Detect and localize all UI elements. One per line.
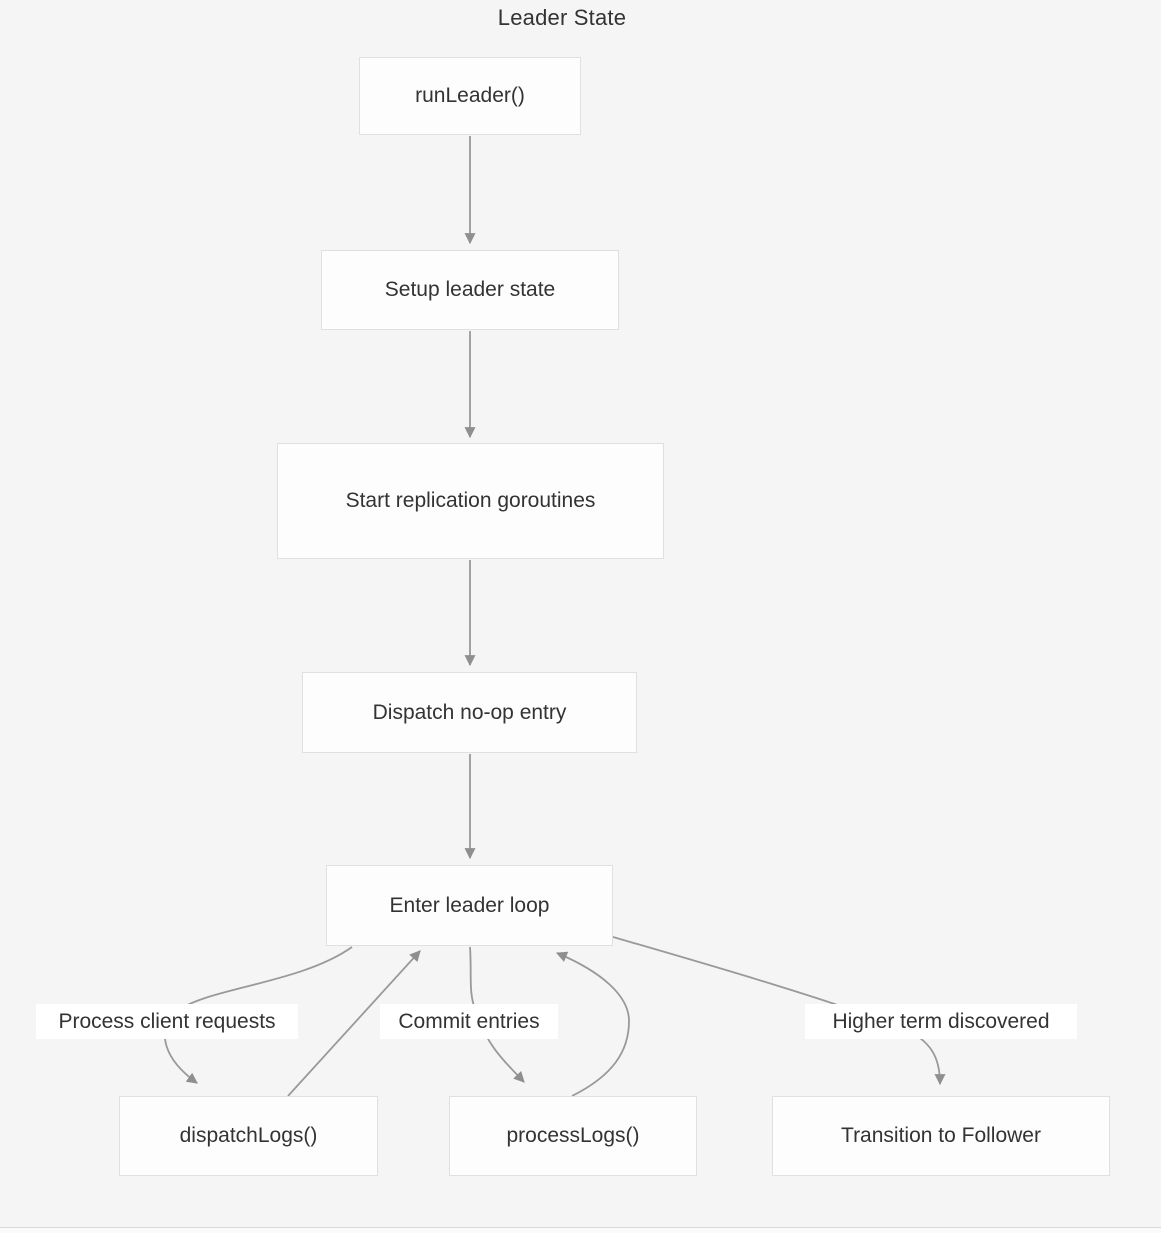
edge-label-commit-entries: Commit entries (380, 1004, 558, 1039)
diagram-title: Leader State (497, 5, 627, 30)
node-dispatch-logs-label: dispatchLogs() (179, 1124, 318, 1148)
node-dispatch-noop-entry-label: Dispatch no-op entry (372, 700, 567, 724)
edge-label-higher-term-discovered: Higher term discovered (805, 1004, 1077, 1039)
node-process-logs: processLogs() (449, 1096, 697, 1176)
node-run-leader: runLeader() (359, 57, 581, 135)
node-setup-leader-state: Setup leader state (321, 250, 619, 330)
node-start-replication-goroutines-label: Start replication goroutines (345, 489, 596, 513)
node-enter-leader-loop: Enter leader loop (326, 865, 613, 946)
node-transition-to-follower: Transition to Follower (772, 1096, 1110, 1176)
edge-processlogs-to-loop (555, 951, 630, 1097)
bottom-scrollbar-track[interactable] (0, 1227, 1161, 1233)
node-start-replication-goroutines: Start replication goroutines (277, 443, 664, 559)
edge-label-process-client-requests: Process client requests (36, 1004, 298, 1039)
node-setup-leader-state-label: Setup leader state (384, 278, 556, 302)
node-dispatch-noop-entry: Dispatch no-op entry (302, 672, 637, 753)
node-process-logs-label: processLogs() (506, 1124, 640, 1148)
node-transition-to-follower-label: Transition to Follower (841, 1124, 1041, 1148)
node-dispatch-logs: dispatchLogs() (119, 1096, 378, 1176)
edge-dispatchlogs-to-loop (287, 950, 421, 1097)
node-run-leader-label: runLeader() (415, 84, 525, 108)
node-enter-leader-loop-label: Enter leader loop (389, 893, 550, 917)
